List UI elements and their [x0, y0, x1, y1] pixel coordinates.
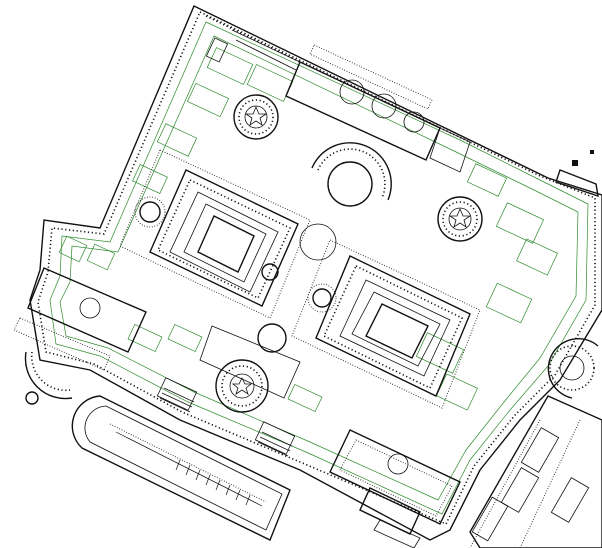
north-colonnade — [205, 15, 301, 71]
stadium — [71, 395, 291, 541]
rotunda-star-icon — [448, 207, 472, 228]
court-left — [119, 149, 311, 319]
outer-enclosure-wall — [29, 5, 602, 541]
central-pavilion — [199, 323, 301, 413]
south-east-court — [329, 429, 461, 525]
east-town-blocks — [469, 150, 602, 548]
top-hall-complex — [285, 44, 471, 173]
rotunda-star-icon — [244, 105, 268, 126]
rotunda-top-left — [233, 94, 279, 140]
east-theatre — [547, 338, 599, 399]
garden-parterres — [49, 21, 589, 515]
rotunda-star-icon — [231, 377, 253, 395]
court-right — [291, 239, 481, 409]
west-court — [13, 267, 147, 371]
central-exedra — [299, 142, 392, 261]
hatched-blocks — [156, 377, 296, 457]
rotunda-right — [437, 196, 483, 242]
south-blocks — [359, 487, 421, 548]
west-theatre — [24, 351, 73, 405]
